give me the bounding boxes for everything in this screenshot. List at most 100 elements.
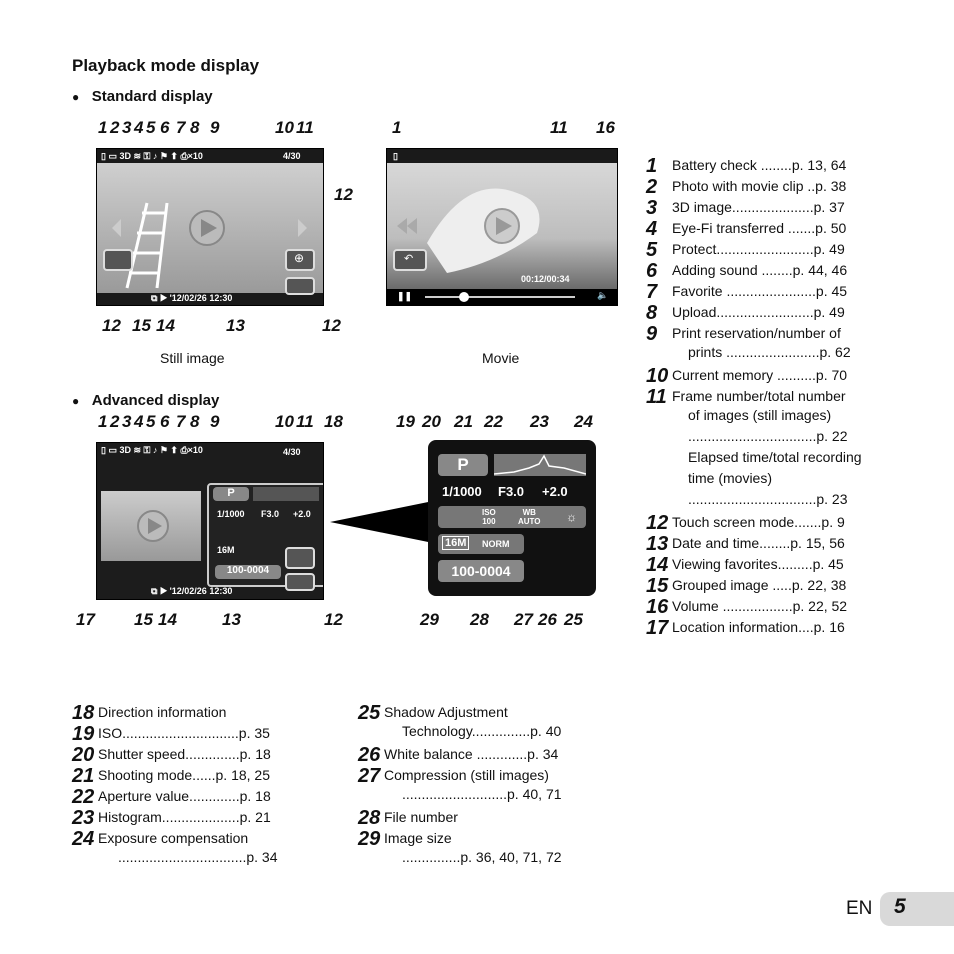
- callout: 19: [396, 412, 415, 431]
- callout: 14: [156, 316, 175, 335]
- page-number-tab: 5: [880, 892, 954, 926]
- callout: 27: [514, 610, 533, 629]
- legend-text: Date and time........p. 15, 56: [672, 535, 845, 551]
- legend-number: 14: [646, 554, 669, 576]
- size-compression-row: 16M NORM: [438, 534, 524, 554]
- compression: NORM: [482, 539, 510, 549]
- iso-wb-row: ISO 100 WB AUTO ☼: [438, 506, 586, 528]
- seagull-illustration: [397, 188, 540, 273]
- zoom-in-button[interactable]: ⊕: [285, 249, 315, 271]
- legend-number: 28: [358, 807, 381, 829]
- ladder-illustration: [112, 202, 307, 289]
- legend-number: 16: [646, 596, 669, 618]
- exposure-compensation: +2.0: [542, 484, 568, 499]
- zoomed-info-panel: P 1/1000 F3.0 +2.0 ISO 100 WB AUTO ☼ 16M…: [428, 440, 596, 596]
- legend-number: 20: [72, 744, 95, 766]
- index-view-button[interactable]: [285, 573, 315, 591]
- movie-control-bar: ❚❚ 🔈: [387, 289, 617, 305]
- legend-text: White balance .............p. 34: [384, 746, 559, 762]
- legend-text: of images (still images): [688, 407, 832, 423]
- file-number: 100-0004: [438, 560, 524, 582]
- callout: 8: [190, 412, 200, 431]
- histogram-mini: [253, 487, 319, 501]
- legend-item: prints ........................p. 62: [688, 344, 851, 360]
- advanced-top-callouts: 1 2 3 4 5 6 7 8 9 10 11 18: [98, 412, 348, 434]
- legend-item: of images (still images): [688, 407, 831, 423]
- legend-number: 17: [646, 617, 669, 639]
- zoom-in-icon: ⊕: [294, 251, 305, 265]
- movie-photo: [387, 163, 617, 289]
- callout: 23: [530, 412, 549, 431]
- legend-number: 5: [646, 239, 658, 261]
- legend-item: ...............p. 36, 40, 71, 72: [402, 849, 562, 865]
- advanced-display-label: Advanced display: [91, 392, 220, 409]
- legend-text: Protect.........................p. 49: [672, 241, 845, 257]
- callout: 10: [275, 412, 294, 431]
- movie-caption: Movie: [482, 350, 520, 366]
- zoom-in-button[interactable]: [285, 547, 315, 569]
- aperture-value: F3.0: [498, 484, 525, 499]
- legend-text: Technology...............p. 40: [402, 723, 562, 739]
- advanced-screen: ▯ ▭ 3D ≋ ⚿ ♪ ⚑ ⬆ ⎙×10 4/30 P 1/1000 F3.0…: [96, 442, 324, 600]
- callout: 6: [160, 412, 170, 431]
- shooting-info-panel: P 1/1000 F3.0 +2.0 16M 100-0004: [207, 483, 323, 587]
- callout: 1: [98, 412, 108, 431]
- callout: 11: [550, 118, 568, 137]
- legend-text: Histogram....................p. 21: [98, 809, 271, 825]
- movie-progress-track[interactable]: [425, 296, 575, 298]
- histogram-curve: [493, 454, 587, 475]
- legend-item: Elapsed time/total recording: [688, 449, 862, 465]
- still-bottom-callouts: 12 15 14 13 12: [102, 316, 342, 338]
- movie-progress-handle[interactable]: [459, 292, 469, 302]
- callout: 2: [110, 118, 120, 137]
- callout: 28: [470, 610, 489, 629]
- legend-text: Photo with movie clip ..p. 38: [672, 178, 847, 194]
- callout: 10: [275, 118, 294, 137]
- aperture-mini: F3.0: [261, 509, 280, 519]
- callout: 14: [158, 610, 177, 629]
- legend-number: 22: [72, 786, 95, 808]
- callout: 3: [122, 118, 132, 137]
- size-mini: 16M: [217, 545, 235, 555]
- advanced-bottom-bar: ⧉ ▶ '12/02/26 12:30: [151, 586, 233, 596]
- still-date-time: '12/02/26 12:30: [169, 293, 233, 303]
- callout: 1: [98, 118, 108, 137]
- print-count: ⎙×10: [180, 445, 203, 455]
- callout: 24: [574, 412, 593, 431]
- grouped-image-button[interactable]: [103, 249, 133, 271]
- zoom-top-callouts: 19 20 21 22 23 24: [396, 412, 606, 434]
- legend-number: 1: [646, 155, 658, 177]
- callout: 7: [176, 118, 186, 137]
- legend-number: 7: [646, 281, 658, 303]
- shutter-mini: 1/1000: [217, 509, 245, 519]
- callout: 6: [160, 118, 170, 137]
- callout: 18: [324, 412, 343, 431]
- index-view-button[interactable]: [285, 277, 315, 295]
- legend-number: 19: [72, 723, 95, 745]
- callout: 13: [222, 610, 241, 629]
- back-button[interactable]: ↶: [393, 249, 427, 271]
- still-status-icons: ▯ ▭ 3D ≋ ⚿ ♪ ⚑ ⬆ ⎙×10: [101, 151, 203, 161]
- return-icon: ↶: [404, 253, 414, 265]
- volume-icon[interactable]: 🔈: [597, 290, 609, 300]
- pause-icon[interactable]: ❚❚: [397, 291, 413, 301]
- legend-text: Touch screen mode.......p. 9: [672, 514, 845, 530]
- legend-number: 18: [72, 702, 95, 724]
- callout: 12: [322, 316, 341, 335]
- zoom-bottom-callouts: 29 28 27 26 25: [420, 610, 600, 632]
